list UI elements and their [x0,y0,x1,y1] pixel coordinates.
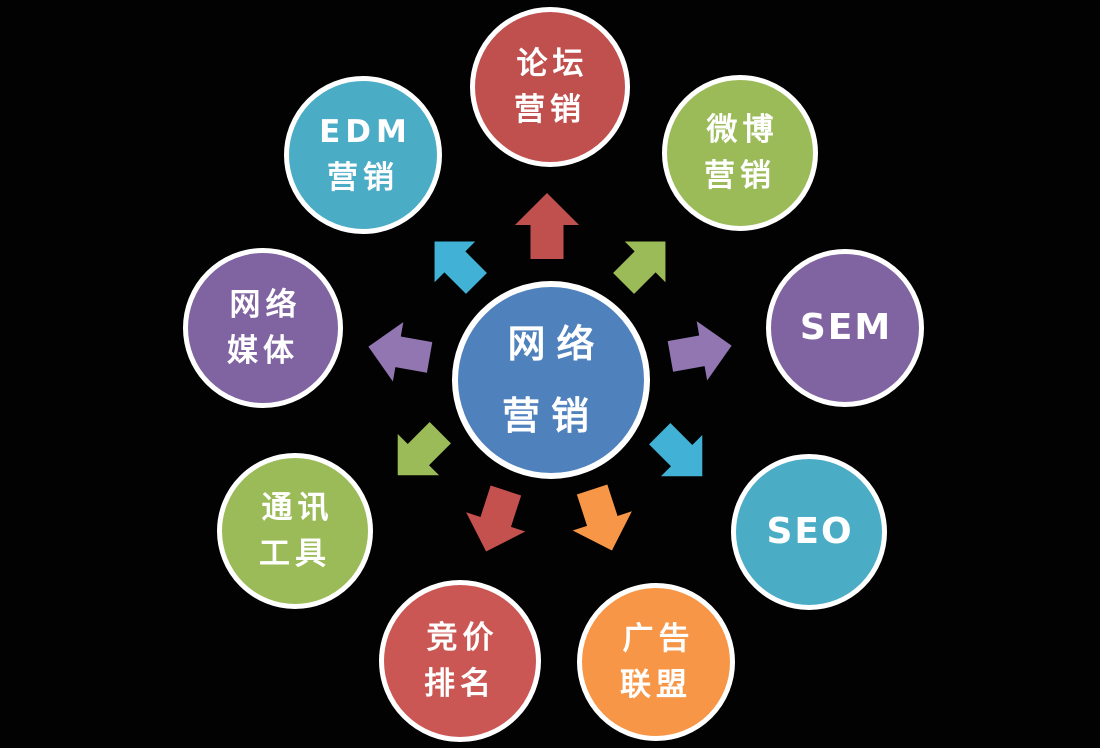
node-network-media: 网络 媒体 [183,248,343,408]
arrow-to-weibo-marketing [613,241,666,294]
arrow-to-bidding-rank [466,485,526,552]
node-forum-marketing: 论坛 营销 [470,7,630,167]
node-sem: SEM [766,249,924,407]
node-label-edm-marketing: EDM 营销 [319,113,412,197]
arrow-to-forum-marketing [514,192,580,260]
node-label-network-media: 网络 媒体 [227,286,302,370]
arrow-to-edm-marketing [434,241,487,294]
node-label-network-marketing: 网络 营销 [501,321,606,438]
node-label-communication-tools: 通讯 工具 [259,489,334,573]
node-communication-tools: 通讯 工具 [217,453,373,609]
node-ad-alliance: 广告 联盟 [577,583,735,741]
node-label-sem: SEM [799,307,893,348]
node-network-marketing-center: 网络 营销 [452,281,650,479]
node-label-ad-alliance: 广告 联盟 [620,620,695,704]
node-label-forum-marketing: 论坛 营销 [514,45,589,129]
node-label-seo: SEO [766,511,854,552]
arrow-to-seo [649,423,703,477]
node-seo: SEO [731,454,887,610]
arrow-to-communication-tools [397,422,451,476]
node-weibo-marketing: 微博 营销 [662,75,818,231]
node-label-bidding-rank: 竞价 排名 [424,619,499,703]
arrow-to-network-media [368,322,433,382]
node-bidding-rank: 竞价 排名 [379,580,541,742]
arrow-to-ad-alliance [572,484,632,551]
arrow-to-sem [667,321,732,381]
node-edm-marketing: EDM 营销 [284,76,442,234]
node-label-weibo-marketing: 微博 营销 [704,111,779,195]
